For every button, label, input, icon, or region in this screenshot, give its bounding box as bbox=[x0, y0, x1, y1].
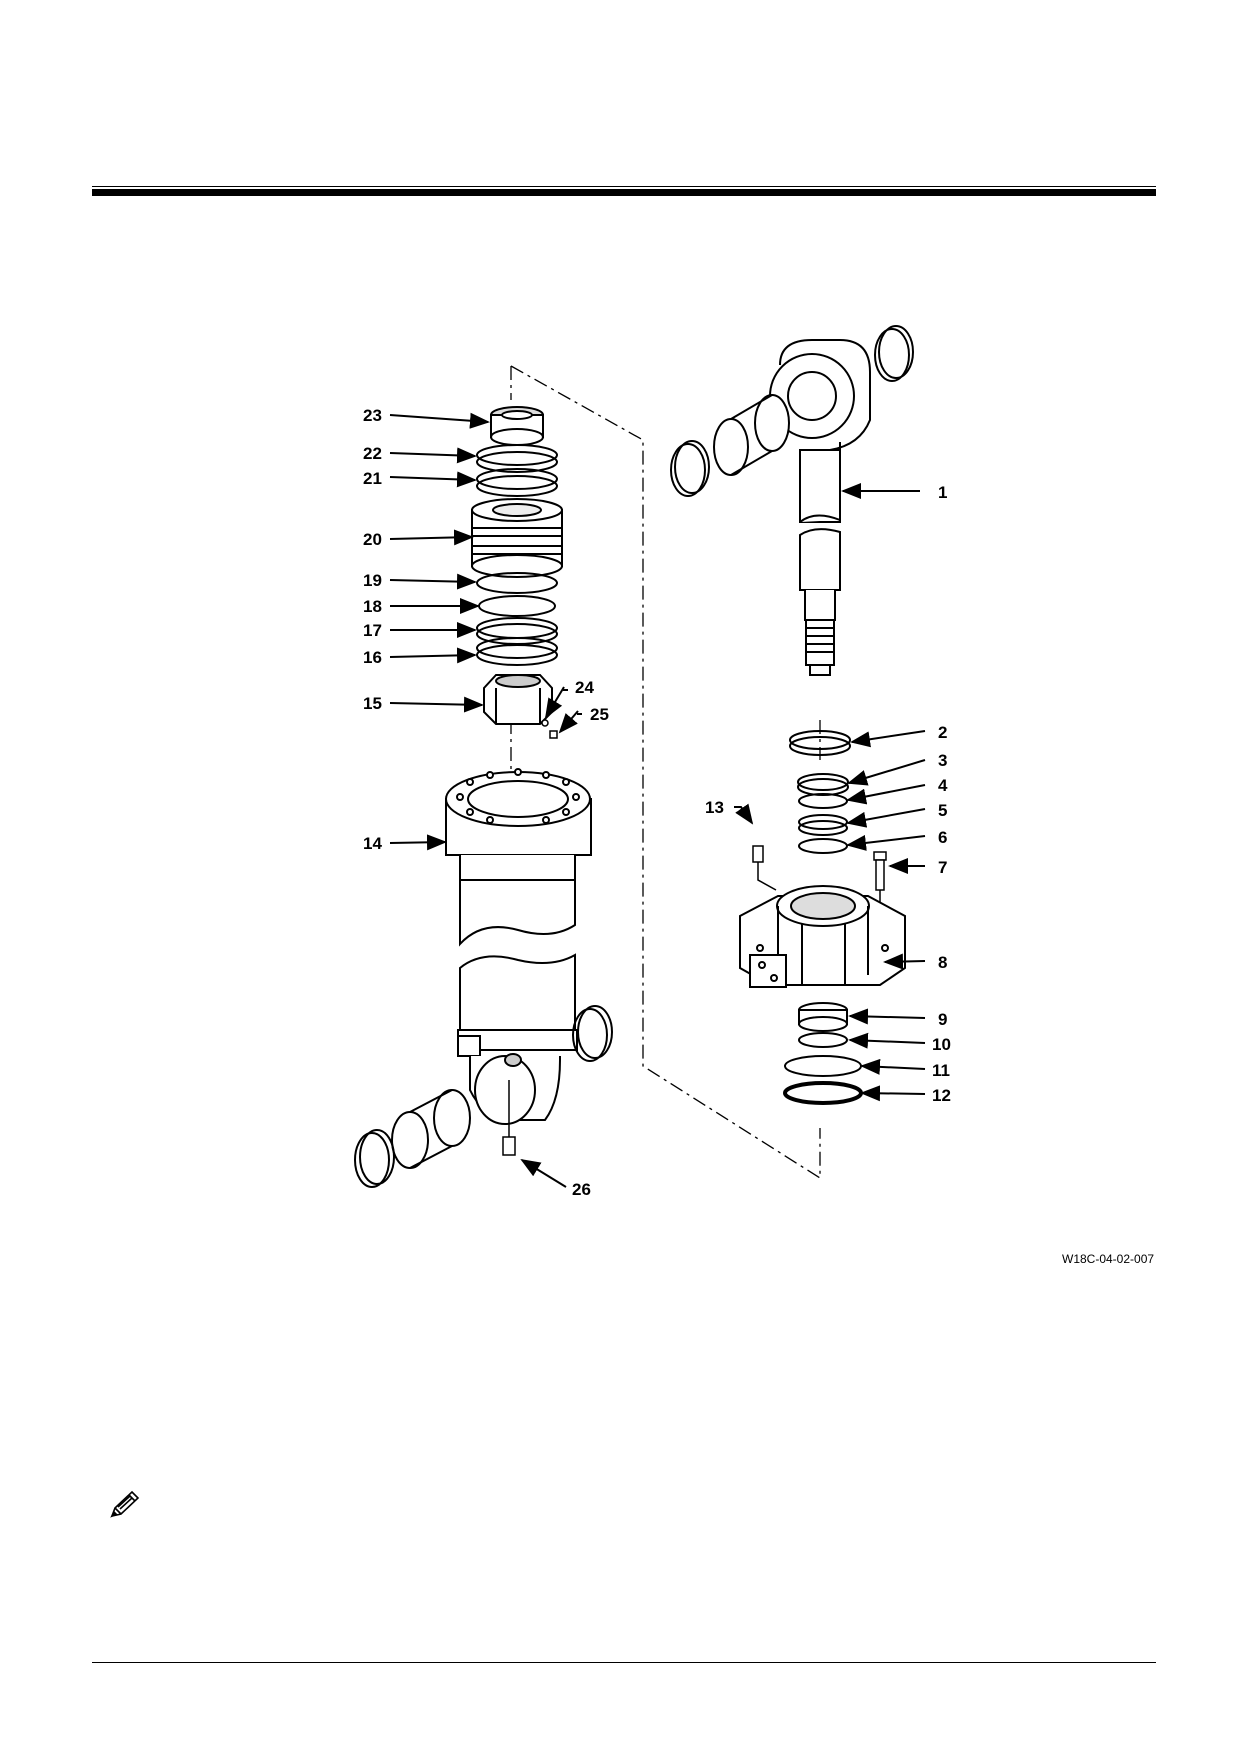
callout-14: 14 bbox=[363, 834, 382, 853]
part-11-ring bbox=[784, 1055, 862, 1077]
callout-6: 6 bbox=[938, 828, 947, 847]
part-23-bushing bbox=[490, 406, 544, 446]
callout-9: 9 bbox=[938, 1010, 947, 1029]
callout-12: 12 bbox=[932, 1086, 951, 1105]
header-rule-thick bbox=[92, 189, 1156, 196]
part-15-nut bbox=[483, 674, 553, 725]
part-10-ring bbox=[798, 1032, 848, 1048]
part-14-right-ring bbox=[572, 1005, 613, 1062]
callout-16: 16 bbox=[363, 648, 382, 667]
callout-21: 21 bbox=[363, 469, 382, 488]
part-5-ring bbox=[798, 814, 848, 836]
callout-4: 4 bbox=[938, 776, 948, 795]
part-26-fitting bbox=[502, 1080, 516, 1156]
callout-24: 24 bbox=[575, 678, 594, 697]
part-24-pin bbox=[541, 719, 549, 727]
callout-15: 15 bbox=[363, 694, 382, 713]
part-2-ring bbox=[789, 730, 851, 756]
part-9-bushing bbox=[798, 1002, 848, 1032]
part-8-rod-cover bbox=[739, 885, 906, 988]
callout-8: 8 bbox=[938, 953, 947, 972]
part-1-right-ring bbox=[874, 325, 914, 382]
part-14-left-ring bbox=[354, 1129, 395, 1188]
part-18-ring bbox=[478, 595, 556, 617]
figure-id: W18C-04-02-007 bbox=[1062, 1252, 1155, 1266]
callout-11: 11 bbox=[932, 1061, 950, 1080]
callout-23: 23 bbox=[363, 406, 382, 425]
part-19-ring bbox=[476, 572, 558, 594]
part-3-ring bbox=[797, 773, 849, 796]
header-rule-thin bbox=[92, 186, 1156, 187]
part-1-bushing bbox=[713, 394, 790, 476]
callout-7: 7 bbox=[938, 858, 947, 877]
callout-5: 5 bbox=[938, 801, 947, 820]
part-14-cylinder-tube bbox=[445, 768, 592, 1125]
callout-25: 25 bbox=[590, 705, 609, 724]
assembly-centerlines bbox=[510, 365, 821, 1180]
callout-1: 1 bbox=[938, 483, 947, 502]
callout-26: 26 bbox=[572, 1180, 591, 1199]
callout-13: 13 bbox=[705, 798, 724, 817]
pencil-note-icon bbox=[110, 1490, 140, 1518]
part-4-ring bbox=[798, 793, 848, 809]
part-20-piston bbox=[471, 498, 563, 578]
callout-19: 19 bbox=[363, 571, 382, 590]
callout-2: 2 bbox=[938, 723, 947, 742]
callout-18: 18 bbox=[363, 597, 382, 616]
part-13-fitting bbox=[752, 845, 777, 891]
leader-arrows bbox=[389, 412, 926, 1188]
part-21-ring bbox=[476, 468, 558, 497]
part-25-screw bbox=[549, 730, 558, 739]
part-16-ring bbox=[476, 637, 558, 666]
part-6-ring bbox=[798, 838, 848, 854]
callout-3: 3 bbox=[938, 751, 947, 770]
callout-10: 10 bbox=[932, 1035, 951, 1054]
footer-rule bbox=[92, 1662, 1156, 1663]
part-1-piston-rod bbox=[769, 339, 871, 676]
part-1-left-ring bbox=[670, 440, 710, 497]
callout-17: 17 bbox=[363, 621, 382, 640]
callout-20: 20 bbox=[363, 530, 382, 549]
part-12-oring bbox=[783, 1081, 863, 1105]
part-22-ring bbox=[476, 444, 558, 473]
part-14-left-bushing bbox=[391, 1089, 471, 1169]
callout-22: 22 bbox=[363, 444, 382, 463]
callout-labels: 1 2 3 4 5 6 7 8 9 10 11 12 13 14 15 16 1… bbox=[363, 406, 951, 1199]
